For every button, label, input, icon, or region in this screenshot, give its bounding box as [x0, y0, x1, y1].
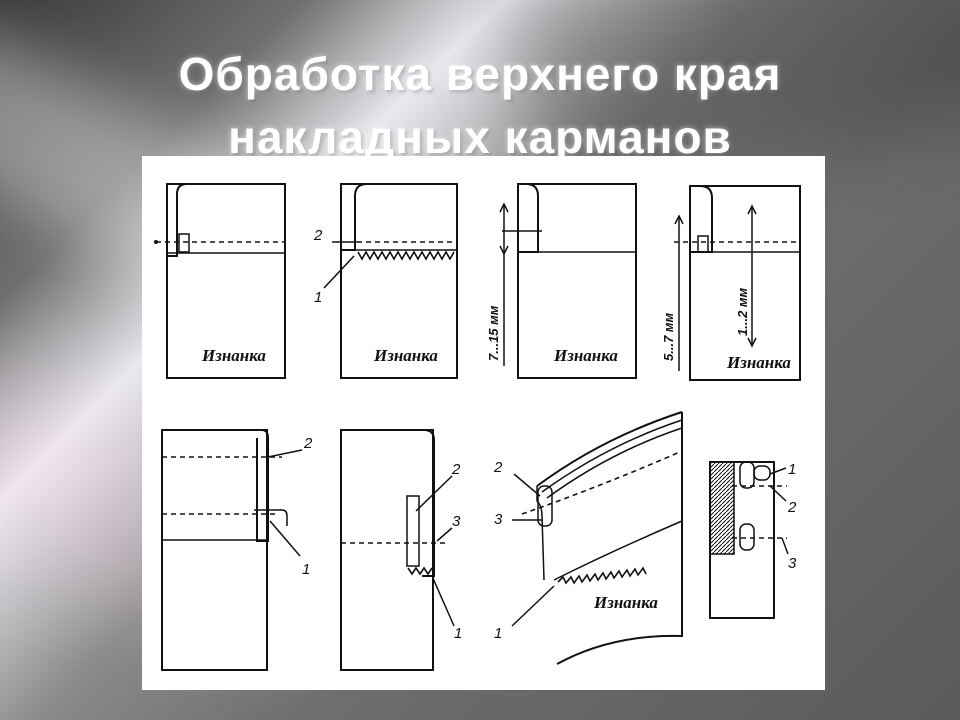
fig-b-wrong-side-label: Изнанка [373, 346, 438, 365]
fig-g-leader-1 [511, 585, 555, 627]
fig-d-fold [689, 185, 713, 253]
fig-c-arrow-top [499, 202, 509, 213]
fig-h-leader-2 [769, 485, 787, 502]
fig-e-fold [162, 429, 269, 542]
fig-f-hem [406, 495, 420, 567]
fig-e-leader-2 [267, 449, 303, 458]
fig-a-pocket [166, 183, 286, 379]
fig-a-wrong-side-label: Изнанка [201, 346, 266, 365]
fig-f-leader-2 [415, 475, 453, 512]
fig-h-hem-bottom [739, 523, 755, 551]
fig-g-right-bottom [556, 412, 683, 665]
fig-f-callout-1: 1 [454, 625, 462, 642]
fig-f-callout-3: 3 [452, 513, 461, 530]
fig-h-fold-loop [753, 465, 771, 481]
fig-e-callout-2: 2 [303, 435, 313, 452]
fig-b-callout-1: 1 [314, 289, 322, 306]
figure-h: 1 2 3 [709, 461, 797, 619]
fig-g-stitch [521, 450, 683, 515]
fig-h-callout-1: 1 [788, 461, 796, 478]
figure-g: 2 3 1 Изнанка [493, 411, 683, 665]
fig-b-fold [340, 183, 368, 251]
fig-c-wrong-side-label: Изнанка [553, 346, 618, 365]
fig-g-top-edge-inner-2 [546, 427, 683, 499]
fig-c-fold [517, 183, 539, 253]
fig-a-hem [178, 233, 190, 253]
fig-e-leader-1 [269, 520, 301, 557]
fig-g-hem [537, 485, 553, 527]
slide-title-line-2: накладных карманов [228, 111, 732, 163]
figure-f: 2 3 1 [340, 429, 462, 671]
fig-d-arrow-right-top [747, 204, 757, 215]
slide-title-line-1: Обработка верхнего края [178, 48, 782, 100]
fig-h-leader-3 [781, 537, 789, 555]
fig-c-pocket [517, 183, 637, 379]
fig-e-hem [254, 509, 288, 526]
fig-g-top-edge-inner [541, 419, 683, 493]
fig-f-callout-2: 2 [451, 461, 461, 478]
pocket-edge-diagram: Изнанка 2 1 Изнанка 7...15 мм Изнанка 5.… [154, 183, 801, 671]
figure-e: 2 1 [161, 429, 313, 671]
fig-h-hatched-layer [709, 461, 735, 555]
fig-b-leader-1 [323, 255, 355, 289]
fig-g-callout-2: 2 [493, 459, 503, 476]
fig-f-leader-3 [436, 527, 453, 542]
fig-e-pocket [161, 429, 268, 671]
fig-g-top-edge [536, 411, 683, 487]
fig-d-arrow-left-top [674, 214, 684, 225]
fig-g-wrong-side-label: Изнанка [593, 593, 658, 612]
fig-h-callout-2: 2 [787, 499, 797, 516]
fig-g-callout-3: 3 [494, 511, 503, 528]
fig-h-hem-top [739, 461, 755, 489]
fig-d-hem [697, 235, 709, 253]
fig-d-wrong-side-label: Изнанка [726, 353, 791, 372]
fig-b-overlock-seam [357, 250, 455, 261]
fig-h-callout-3: 3 [788, 555, 797, 572]
fig-d-arrow-right-bottom [747, 337, 757, 348]
fig-h-leader-1 [769, 467, 787, 475]
fig-c-arrow-bottom [499, 245, 509, 256]
figure-a: Изнанка [154, 183, 286, 379]
fig-g-fold-line [553, 520, 683, 581]
fig-f-leader-1 [431, 575, 455, 627]
fig-g-cover [544, 414, 682, 474]
fig-g-leader-2 [513, 473, 541, 497]
fig-f-fold [341, 429, 435, 577]
figure-b: 2 1 Изнанка [313, 183, 458, 379]
fig-e-callout-1: 1 [302, 561, 310, 578]
fig-d-dimension-left-label: 5...7 мм [661, 312, 676, 361]
figure-d: 5...7 мм 1...2 мм Изнанка [661, 185, 801, 381]
fig-b-callout-2: 2 [313, 227, 323, 244]
fig-a-fold [166, 183, 188, 257]
fig-f-overlock-seam [407, 566, 433, 576]
figure-c: 7...15 мм Изнанка [486, 183, 637, 379]
fig-d-dimension-right-label: 1...2 мм [735, 287, 750, 336]
fig-d-pocket [689, 185, 801, 381]
fig-c-dimension-label: 7...15 мм [486, 305, 501, 361]
fig-g-overlock-seam [557, 566, 647, 585]
fig-a-stitch-marker [154, 240, 158, 244]
fig-b-pocket [340, 183, 458, 379]
fig-g-callout-1: 1 [494, 625, 502, 642]
diagram-panel: Изнанка 2 1 Изнанка 7...15 мм Изнанка 5.… [142, 156, 825, 690]
